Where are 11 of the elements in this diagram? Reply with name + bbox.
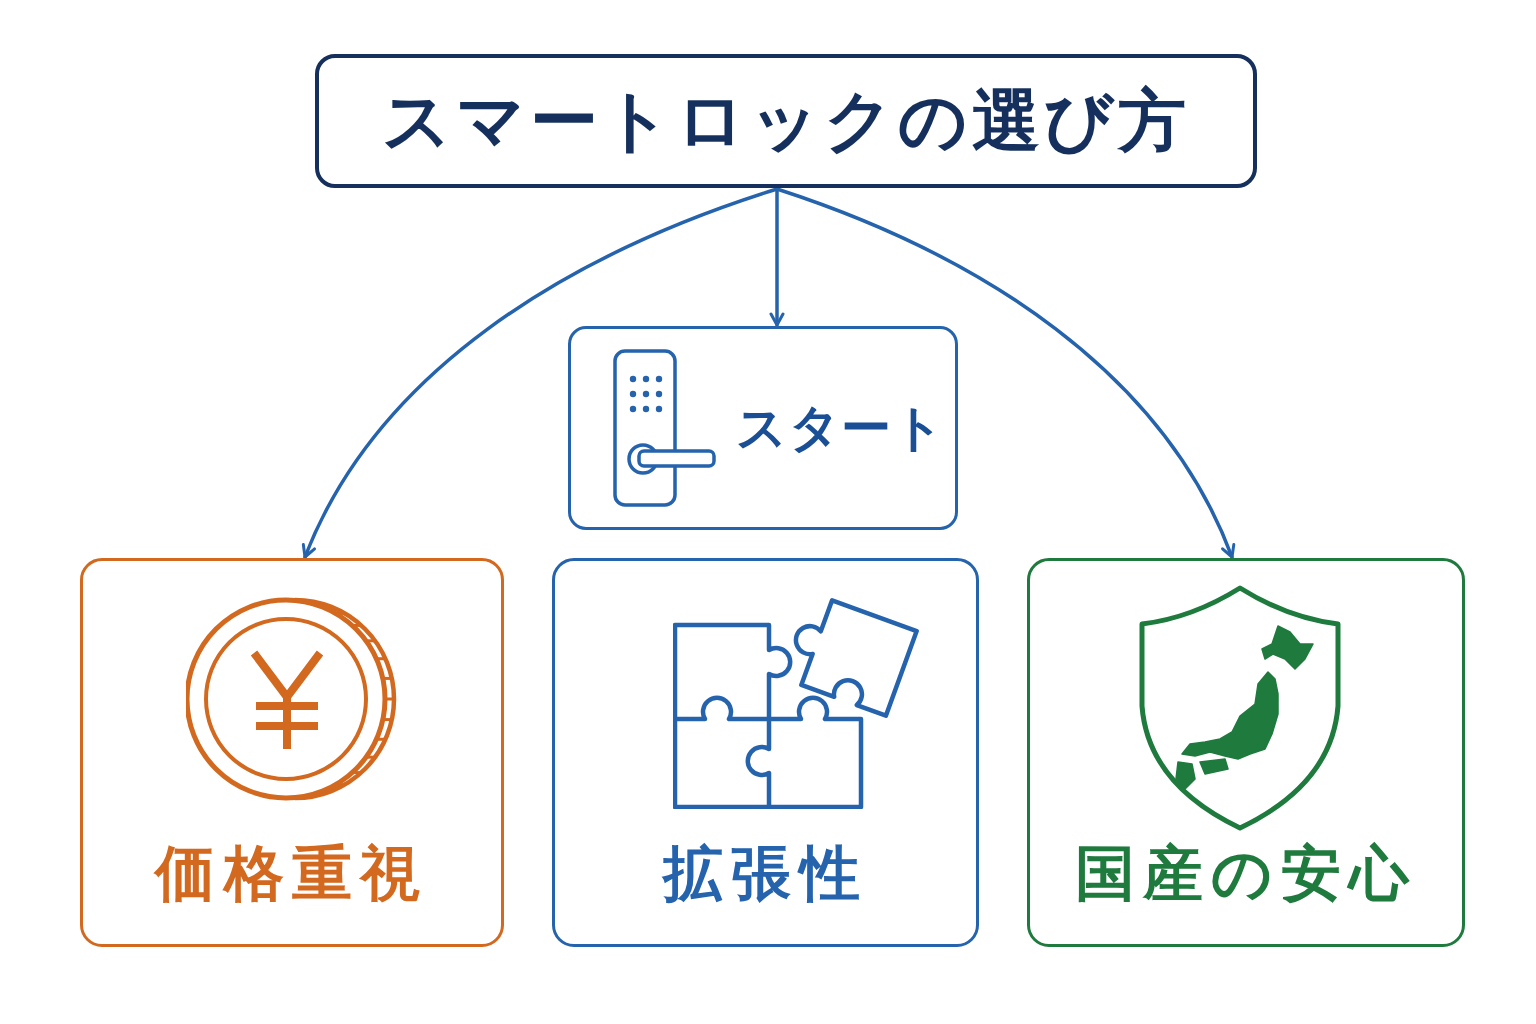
category-card <box>552 558 979 947</box>
category-label: 価格重視 <box>155 840 429 906</box>
start-box <box>568 326 958 530</box>
category-card <box>1027 558 1465 947</box>
category-label: 国産の安心 <box>1074 840 1418 906</box>
category-card <box>80 558 504 947</box>
arrow <box>775 187 1235 559</box>
title-box <box>315 54 1257 188</box>
start-label: スタート <box>736 400 945 456</box>
title-text: スマートロックの選び方 <box>381 83 1191 159</box>
category-label: 拡張性 <box>662 840 869 906</box>
